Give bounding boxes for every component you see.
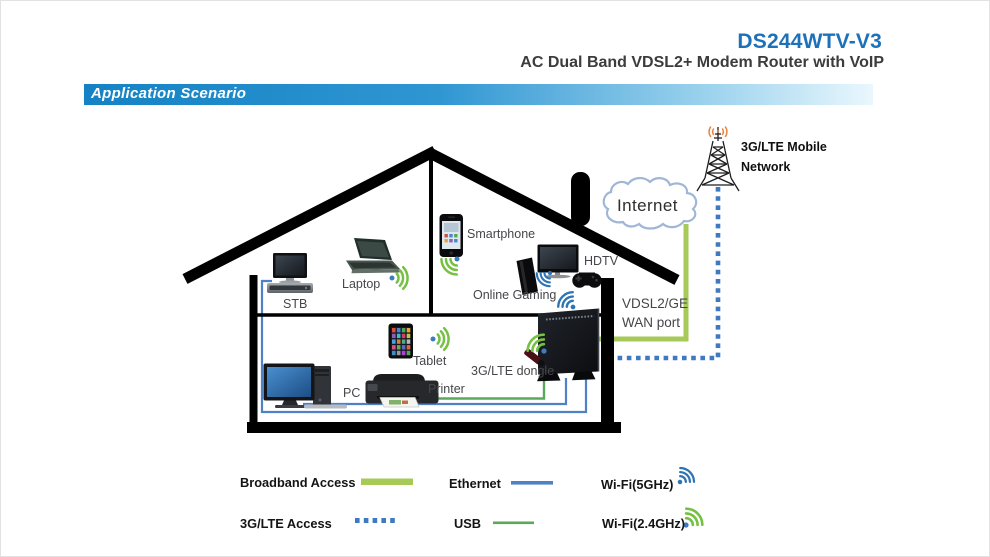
section-title: Application Scenario [91, 85, 247, 102]
smartphone-label: Smartphone [467, 227, 536, 241]
usb-line [411, 378, 546, 400]
legend-broadband-label: Broadband Access [240, 475, 356, 490]
tablet-icon [388, 323, 413, 359]
lte-dashed-line [606, 187, 721, 361]
wifi-tablet-icon [429, 326, 450, 352]
tower-wave-icon [708, 126, 728, 138]
pc-icon [263, 363, 347, 409]
mobile-network-label-line2: Network [741, 160, 791, 174]
dongle-icon [524, 348, 545, 367]
wan-port-label-line2: WAN port [622, 315, 681, 330]
game-console-icon [516, 257, 538, 295]
broadband-swatch [361, 478, 413, 485]
internet-cloud-icon [602, 177, 698, 230]
stb-label: STB [283, 297, 308, 311]
pc-label: PC [343, 386, 361, 400]
product-model-title: DS244WTV-V3 [737, 30, 882, 53]
cell-tower-icon [696, 127, 740, 192]
laptop-label: Laptop [342, 277, 381, 291]
printer-icon [365, 374, 439, 408]
mobile-network-label-line1: 3G/LTE Mobile [741, 140, 827, 154]
ethernet-line-stb [260, 279, 588, 414]
smartphone-icon [439, 214, 463, 257]
legend-wifi24-label: Wi-Fi(2.4GHz) [602, 516, 686, 531]
broadband-line [597, 224, 689, 342]
usb-swatch [493, 521, 534, 525]
legend-usb-label: USB [454, 516, 482, 531]
gamepad-icon [572, 272, 602, 288]
product-subtitle: AC Dual Band VDSL2+ Modem Router with Vo… [520, 54, 884, 71]
dongle-label: 3G/LTE dongle [471, 364, 555, 378]
hdtv-icon [537, 244, 579, 279]
tablet-label: Tablet [413, 354, 447, 368]
online-gaming-label: Online Gaming [473, 288, 557, 302]
printer-label: Printer [428, 382, 465, 396]
section-header-bar: Application Scenario [84, 84, 873, 105]
legend-ethernet-label: Ethernet [449, 476, 501, 491]
chimney-icon [571, 172, 590, 226]
ethernet-swatch [511, 481, 553, 485]
laptop-icon [346, 238, 400, 274]
wifi-5ghz-legend-icon [670, 464, 698, 492]
legend-lte-label: 3G/LTE Access [240, 516, 332, 531]
stb-icon [267, 253, 313, 293]
wan-port-label-line1: VDSL2/GE [622, 296, 689, 311]
internet-label: Internet [617, 196, 678, 215]
hdtv-label: HDTV [584, 254, 619, 268]
router-icon [537, 308, 600, 382]
legend-wifi5-label: Wi-Fi(5GHz) [601, 477, 674, 492]
